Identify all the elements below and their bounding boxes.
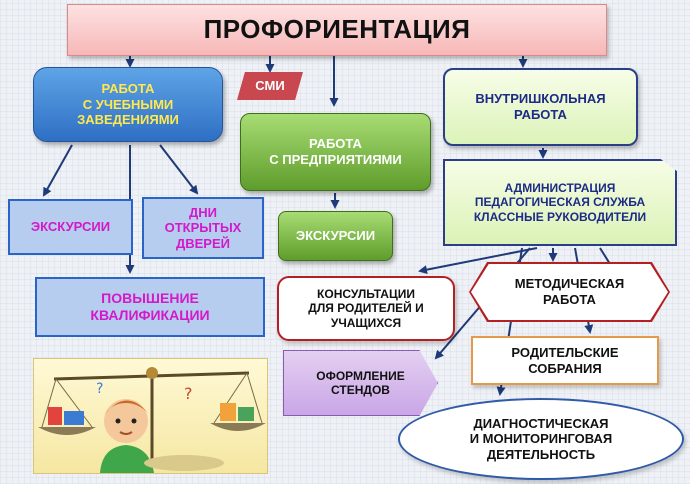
node-administration: АДМИНИСТРАЦИЯ ПЕДАГОГИЧЕСКАЯ СЛУЖБА КЛАС… bbox=[443, 159, 677, 246]
arrow-edu-opendays bbox=[159, 144, 199, 195]
node-open-days: ДНИ ОТКРЫТЫХ ДВЕРЕЙ bbox=[142, 197, 264, 259]
node-consultations: КОНСУЛЬТАЦИИ ДЛЯ РОДИТЕЛЕЙ И УЧАЩИХСЯ bbox=[277, 276, 455, 341]
svg-text:?: ? bbox=[96, 381, 103, 397]
node-excursions-edu: ЭКСКУРСИИ bbox=[8, 199, 133, 255]
node-methodical-work: МЕТОДИЧЕСКАЯ РАБОТА bbox=[471, 264, 668, 320]
node-excursions-enterprise: ЭКСКУРСИИ bbox=[278, 211, 393, 261]
node-diagnostics: ДИАГНОСТИЧЕСКАЯ И МОНИТОРИНГОВАЯ ДЕЯТЕЛЬ… bbox=[398, 398, 684, 480]
node-enterprises: РАБОТА С ПРЕДПРИЯТИЯМИ bbox=[240, 113, 431, 191]
arrow-admin-consult bbox=[418, 247, 538, 275]
node-qualification: ПОВЫШЕНИЕ КВАЛИФИКАЦИИ bbox=[35, 277, 265, 337]
svg-text:?: ? bbox=[184, 384, 193, 403]
node-educational-institutions: РАБОТА С УЧЕБНЫМИ ЗАВЕДЕНИЯМИ bbox=[33, 67, 223, 142]
page-title: ПРОФОРИЕНТАЦИЯ bbox=[67, 4, 607, 56]
arrow-edu-excursions bbox=[43, 144, 73, 197]
node-parent-meetings: РОДИТЕЛЬСКИЕ СОБРАНИЯ bbox=[471, 336, 659, 385]
node-stands: ОФОРМЛЕНИЕ СТЕНДОВ bbox=[283, 350, 438, 416]
node-media: СМИ bbox=[237, 72, 303, 100]
node-school-work: ВНУТРИШКОЛЬНАЯ РАБОТА bbox=[443, 68, 638, 146]
scales-with-boy-icon: ? ? bbox=[33, 358, 268, 474]
